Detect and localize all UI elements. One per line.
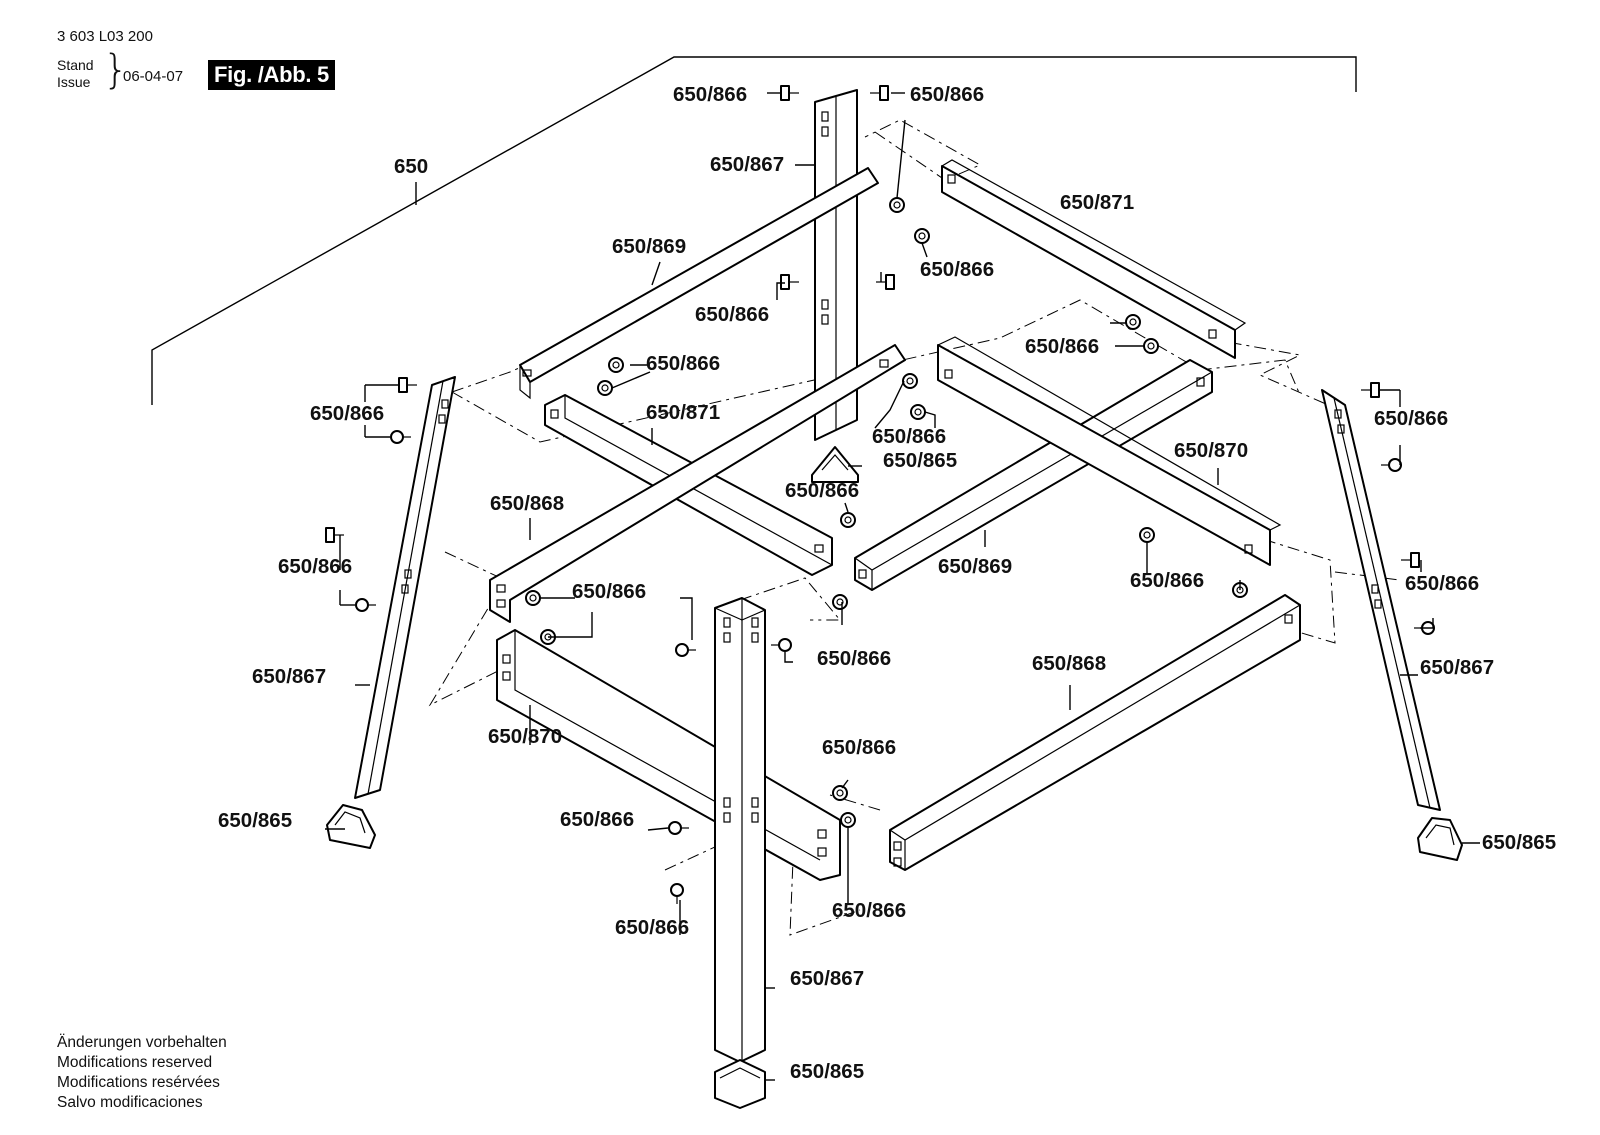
label-650-865: 650/865 [218, 809, 292, 832]
leader-lines [325, 92, 1480, 1081]
label-650-865: 650/865 [1482, 831, 1556, 854]
label-650: 650 [394, 155, 428, 178]
rail-868-inner [489, 344, 906, 623]
label-650-867: 650/867 [790, 967, 864, 990]
label-650-866: 650/866 [1374, 407, 1448, 430]
fasteners-nuts [525, 197, 1248, 828]
rail-871-upper [941, 159, 1247, 359]
label-650-866: 650/866 [1130, 569, 1204, 592]
label-650-866: 650/866 [832, 899, 906, 922]
label-650-868: 650/868 [1032, 652, 1106, 675]
brace-glyph: } [103, 47, 129, 93]
label-650-866: 650/866 [872, 425, 946, 448]
label-650-866: 650/866 [817, 647, 891, 670]
label-650-866: 650/866 [572, 580, 646, 603]
label-650-866: 650/866 [560, 808, 634, 831]
label-650-867: 650/867 [252, 665, 326, 688]
label-650-867: 650/867 [710, 153, 784, 176]
label-650-871: 650/871 [1060, 191, 1134, 214]
label-650-866: 650/866 [920, 258, 994, 281]
label-650-866: 650/866 [646, 352, 720, 375]
footer-note-de: Änderungen vorbehalten [57, 1034, 227, 1051]
label-650-866: 650/866 [278, 555, 352, 578]
label-650-868: 650/868 [490, 492, 564, 515]
document-number: 3 603 L03 200 [57, 28, 153, 45]
label-650-865: 650/865 [790, 1060, 864, 1083]
label-650-870: 650/870 [488, 725, 562, 748]
foot-back [811, 446, 859, 483]
fasteners-bolts [325, 85, 1435, 904]
foot-right [1417, 817, 1463, 861]
label-650-871: 650/871 [646, 401, 720, 424]
issue-label: Issue [57, 74, 91, 90]
label-650-866: 650/866 [615, 916, 689, 939]
label-650-866: 650/866 [1025, 335, 1099, 358]
label-650-866: 650/866 [910, 83, 984, 106]
footer-note-en: Modifications reserved [57, 1054, 213, 1071]
footer-note-es: Salvo modificaciones [57, 1094, 203, 1111]
label-650-866: 650/866 [785, 479, 859, 502]
label-650-870: 650/870 [1174, 439, 1248, 462]
label-650-866: 650/866 [1405, 572, 1479, 595]
assembly-bracket [151, 56, 1357, 405]
label-650-869: 650/869 [938, 555, 1012, 578]
label-650-866: 650/866 [822, 736, 896, 759]
issue-date: 06-04-07 [123, 68, 184, 85]
rail-868-front [889, 594, 1301, 871]
leg-back [814, 89, 858, 441]
figure-badge: Fig. /Abb. 5 [208, 60, 335, 90]
part-labels: 650 650/866 650/866 650/867 650/871 650/… [218, 83, 1556, 1083]
rail-869-upper [519, 167, 879, 400]
label-650-865: 650/865 [883, 449, 957, 472]
label-650-866: 650/866 [695, 303, 769, 326]
label-650-866: 650/866 [673, 83, 747, 106]
leg-front [714, 597, 766, 1063]
leg-right [1321, 389, 1441, 811]
foot-front [714, 1059, 766, 1109]
label-650-866: 650/866 [310, 402, 384, 425]
leg-left [354, 376, 456, 799]
label-650-869: 650/869 [612, 235, 686, 258]
rail-870-left [496, 629, 841, 881]
label-650-867: 650/867 [1420, 656, 1494, 679]
footer-note-fr: Modifications resérvées [57, 1074, 220, 1091]
rail-870-right [937, 336, 1282, 566]
stand-label: Stand [57, 57, 94, 73]
foot-left [326, 804, 376, 849]
